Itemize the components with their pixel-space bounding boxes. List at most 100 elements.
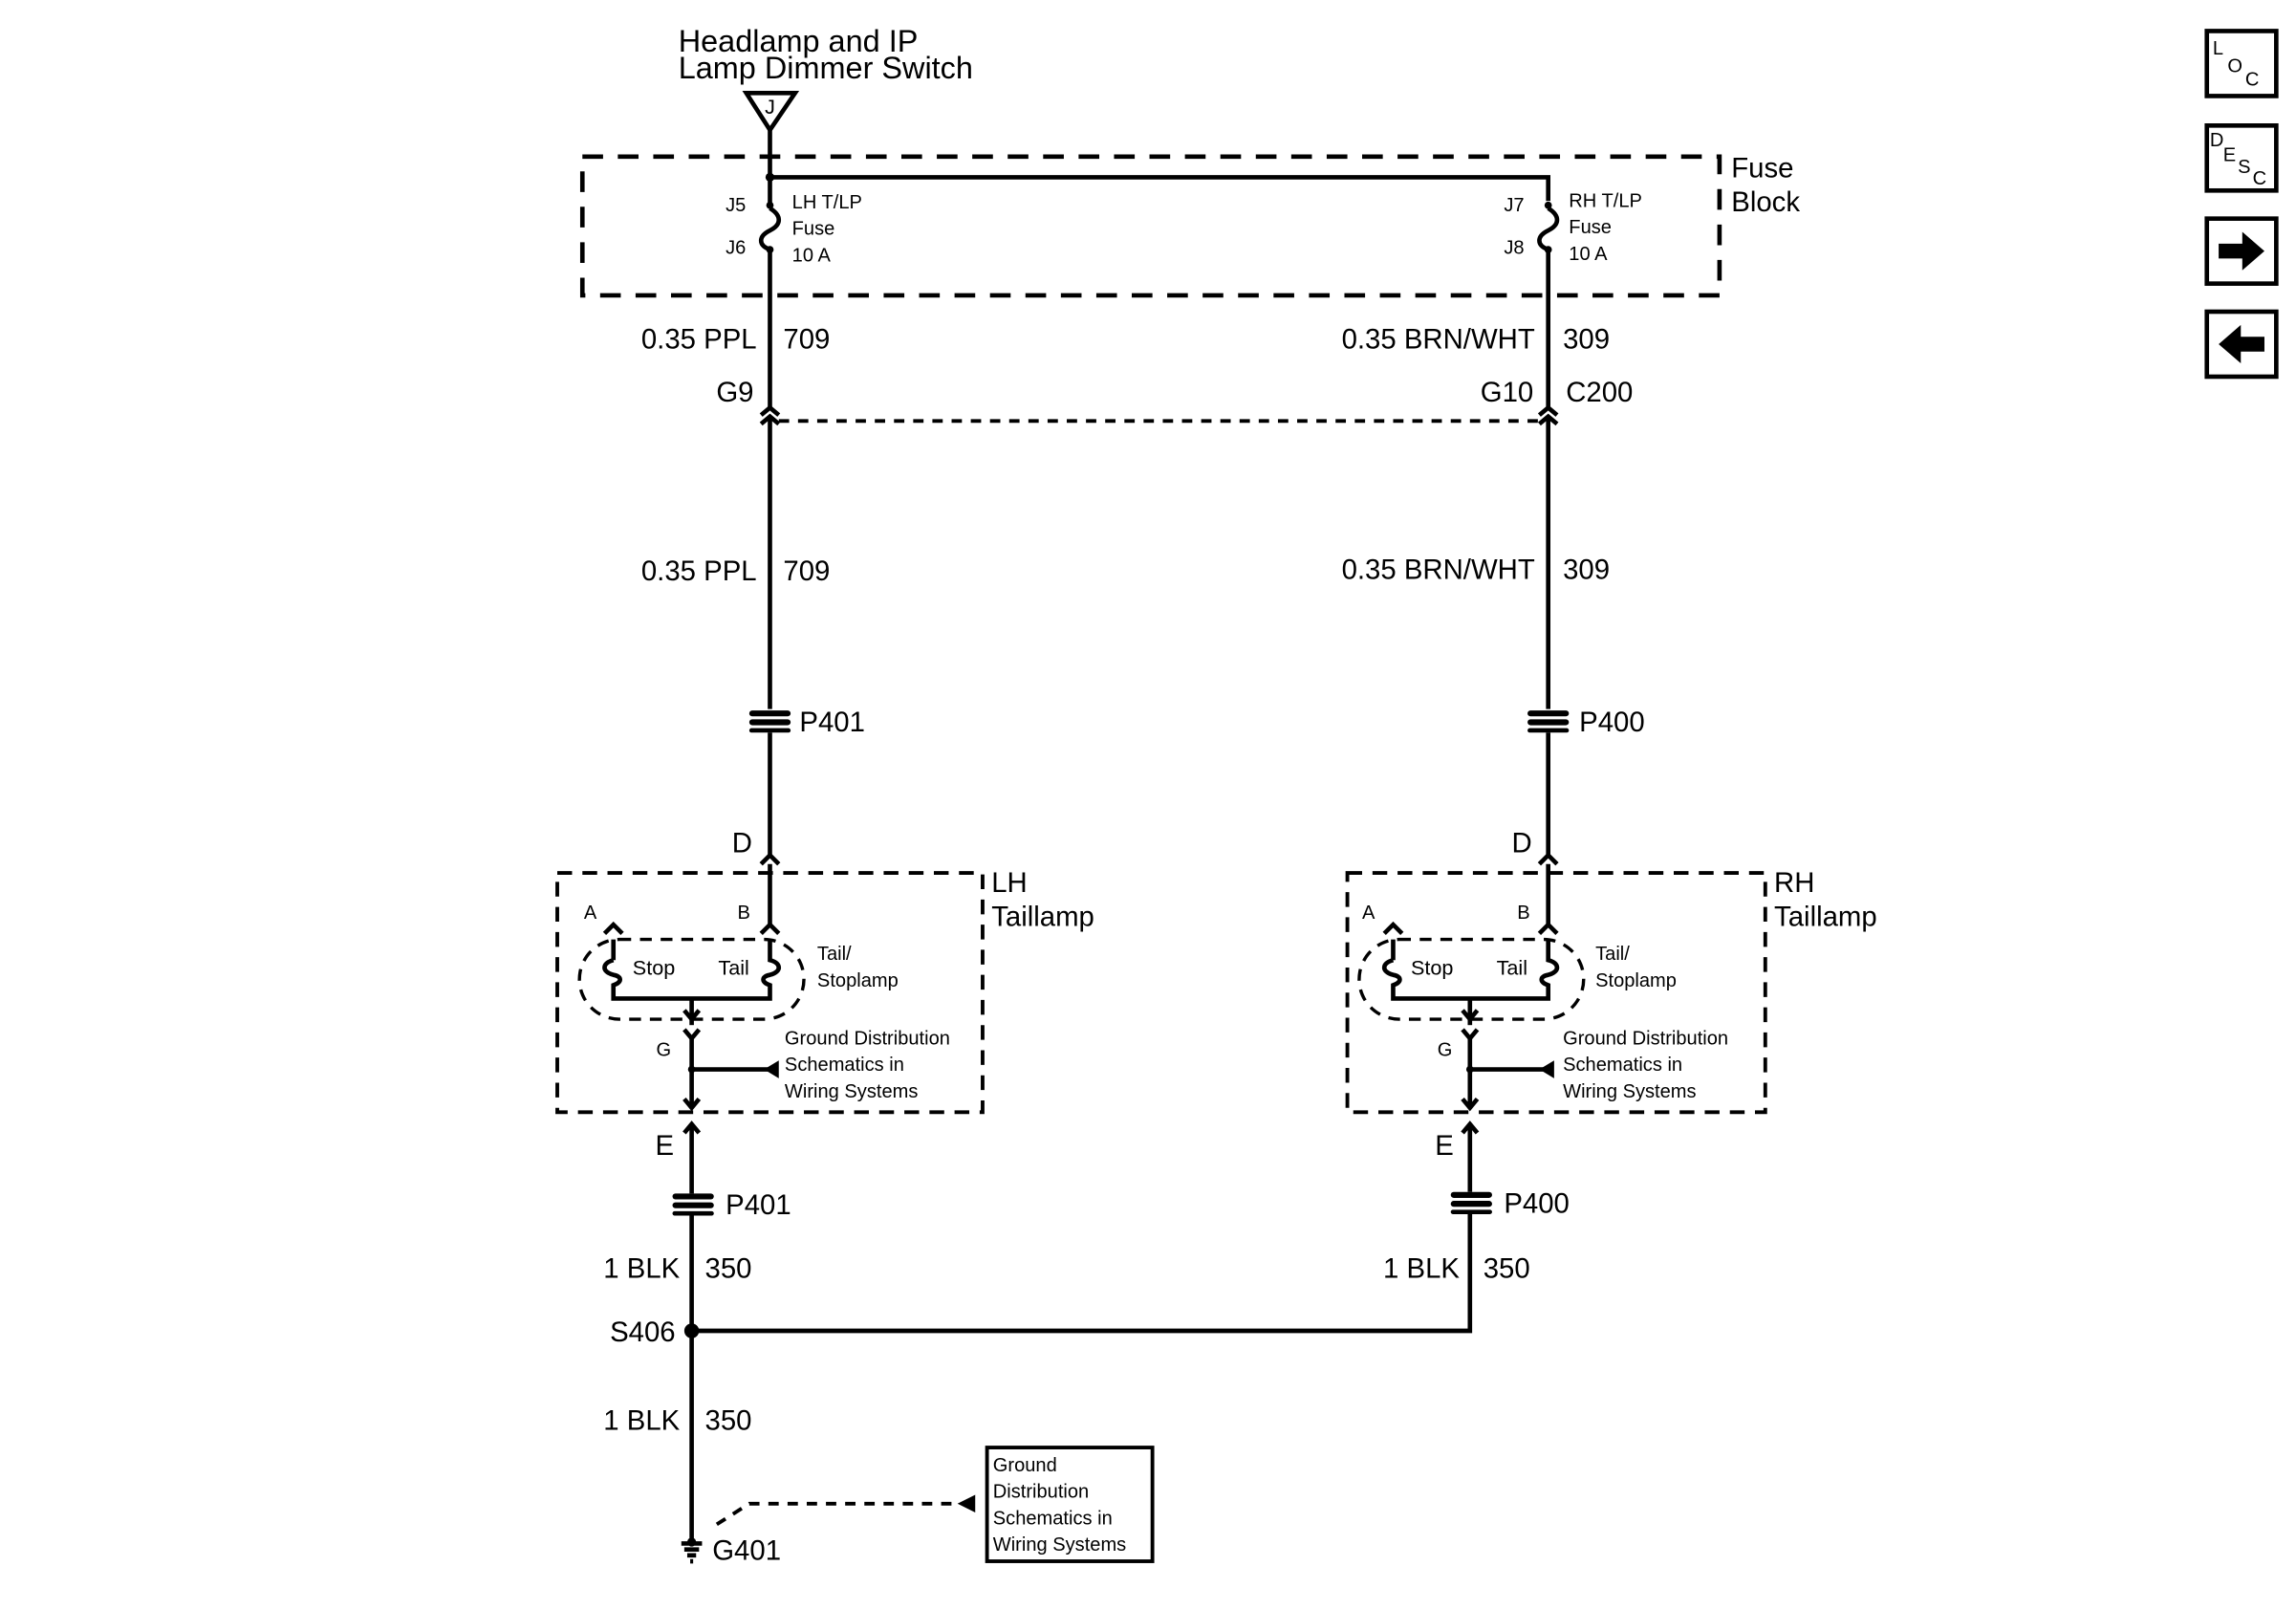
rh-lamp-pin-in: D	[1511, 827, 1531, 859]
lh-tail-filament-label: Tail	[718, 956, 748, 980]
ground-ref-box-line-3: Schematics in	[993, 1508, 1113, 1529]
rh-taillamp-title-1: RH	[1774, 867, 1814, 899]
rh-lower-splice-pack-id: P400	[1504, 1187, 1570, 1219]
arrow-right-icon	[2219, 231, 2264, 271]
lh-ground-ref-arrow	[764, 1060, 779, 1078]
lh-fuse-in-pin: J5	[726, 195, 746, 216]
splice-wire-number: 350	[705, 1405, 752, 1437]
lh-connector-pin: G9	[716, 377, 753, 408]
desc-button[interactable]: D E S C	[2204, 123, 2279, 193]
fuse-block-title-2: Block	[1731, 186, 1800, 218]
rh-fuse-type: Fuse	[1569, 217, 1612, 238]
prev-page-button[interactable]	[2204, 309, 2279, 380]
lh-upper-splice-pack	[748, 710, 791, 733]
ground-ref-box: Ground Distribution Schematics in Wiring…	[985, 1446, 1155, 1563]
lh-fuse-rating: 10 A	[792, 245, 832, 266]
rh-upper-splice-pack	[1527, 710, 1570, 733]
lh-lamp-pin-out: E	[655, 1130, 674, 1162]
right-circuit: 0.35 BRN/WHT 309 G10 C200 0.35 BRN/WHT 3…	[1342, 250, 1645, 866]
rh-ground-wire-color: 1 BLK	[1383, 1252, 1460, 1284]
lh-taillamp-pin-a: A	[584, 903, 597, 924]
lh-stop-filament-label: Stop	[633, 956, 675, 980]
lh-fuse-name: LH T/LP	[792, 192, 862, 213]
fuse-feed-bus	[768, 129, 1550, 202]
lh-wire-upper-number: 709	[783, 324, 830, 356]
rh-wire-upper-color: 0.35 BRN/WHT	[1342, 324, 1535, 356]
rh-tail-filament-label: Tail	[1497, 956, 1527, 980]
rh-ground-wire-number: 350	[1484, 1252, 1530, 1284]
ground-id: G401	[712, 1534, 781, 1566]
lh-upper-splice-pack-id: P401	[799, 707, 865, 738]
rh-taillamp-pin-a: A	[1362, 903, 1375, 924]
lh-taillamp-pin-g: G	[657, 1040, 672, 1061]
ground-ref-box-line-4: Wiring Systems	[993, 1534, 1126, 1556]
rh-fuse-symbol	[1537, 206, 1560, 252]
rh-taillamp-pin-g: G	[1438, 1040, 1453, 1061]
desc-button-s: S	[2238, 157, 2250, 178]
lh-wire-upper-color: 0.35 PPL	[641, 324, 757, 356]
rh-taillamp-pin-b: B	[1517, 903, 1529, 924]
rh-fuse-in-pin: J7	[1504, 195, 1524, 216]
lh-ground-circuit: E P401 1 BLK 350	[603, 1120, 791, 1542]
rh-bulb-filaments	[1381, 939, 1560, 1001]
loc-button-o: O	[2227, 56, 2242, 77]
lh-fuse-symbol	[758, 206, 782, 252]
lh-ground-ref-1: Ground Distribution	[785, 1028, 950, 1049]
switch-terminal-triangle	[742, 91, 800, 135]
switch-terminal-letter: J	[765, 95, 775, 119]
rh-ground-ref-3: Wiring Systems	[1563, 1081, 1696, 1102]
lh-ground-ref-3: Wiring Systems	[785, 1081, 918, 1102]
rh-taillamp: RH Taillamp A B Stop Tail Tail/ Stoplamp…	[1345, 863, 1877, 1115]
fuse-block-outline	[579, 154, 1722, 298]
rh-lamp-pin-out: E	[1435, 1130, 1454, 1162]
headlamp-dimmer-switch: Headlamp and IP Lamp Dimmer Switch J	[679, 24, 973, 135]
lh-lower-splice-pack-id: P401	[726, 1189, 791, 1221]
ground-ref-box-frame	[985, 1446, 1155, 1563]
splice-wire-color: 1 BLK	[603, 1405, 680, 1437]
ground-ref-arrow	[957, 1494, 976, 1513]
rh-taillamp-outline	[1345, 871, 1767, 1115]
fuse-block: Fuse Block J5 J6 LH T/LP Fuse 10 A J7 J8…	[579, 129, 1800, 298]
ground-g401: G401	[681, 1494, 976, 1566]
next-page-button[interactable]	[2204, 216, 2279, 286]
lh-fuse-type: Fuse	[792, 219, 835, 240]
desc-button-e: E	[2223, 144, 2236, 165]
rh-bulb-label-2: Stoplamp	[1595, 970, 1677, 991]
lh-wire-lower-number: 709	[783, 555, 830, 587]
loc-button-c: C	[2245, 70, 2260, 91]
connector-id: C200	[1566, 377, 1633, 408]
lh-bulb-filaments	[602, 939, 782, 1001]
rh-connector-pin: G10	[1481, 377, 1533, 408]
rh-ground-ref-2: Schematics in	[1563, 1055, 1682, 1076]
lh-ground-ref-2: Schematics in	[785, 1055, 904, 1076]
lh-wire-lower-color: 0.35 PPL	[641, 555, 757, 587]
rh-ground-circuit: E P400 1 BLK 350	[691, 1120, 1570, 1334]
rh-fuse-out-pin: J8	[1504, 238, 1524, 259]
desc-button-c: C	[2253, 168, 2266, 189]
splice-s406: S406 1 BLK 350	[603, 1316, 751, 1437]
rh-stop-filament-label: Stop	[1411, 956, 1453, 980]
dimmer-switch-label-1: Headlamp and IP	[679, 24, 919, 58]
lh-ground-wire-color: 1 BLK	[603, 1252, 680, 1284]
rh-upper-splice-pack-id: P400	[1579, 707, 1645, 738]
rh-ground-ref-1: Ground Distribution	[1563, 1028, 1728, 1049]
arrow-left-icon	[2219, 324, 2264, 364]
rh-bulb-label-1: Tail/	[1595, 944, 1630, 965]
lh-taillamp-title-1: LH	[991, 867, 1028, 899]
left-circuit: 0.35 PPL 709 G9 0.35 PPL 709 P401 D	[641, 250, 865, 866]
loc-button[interactable]: L O C	[2204, 29, 2279, 98]
rh-fuse-rating: 10 A	[1569, 244, 1608, 265]
rh-taillamp-title-2: Taillamp	[1774, 902, 1877, 933]
rh-wire-lower-number: 309	[1563, 555, 1610, 586]
rh-lower-splice-pack	[1450, 1191, 1492, 1214]
rh-ground-ref-arrow	[1539, 1060, 1554, 1078]
rh-fuse-name: RH T/LP	[1569, 190, 1642, 211]
splice-id: S406	[610, 1316, 676, 1348]
rh-wire-lower-color: 0.35 BRN/WHT	[1342, 555, 1535, 586]
lh-bulb-label-2: Stoplamp	[817, 970, 899, 991]
lh-taillamp: LH Taillamp A B Stop Tail Tail/ Stoplamp…	[555, 863, 1094, 1115]
lh-bulb-label-1: Tail/	[817, 944, 852, 965]
splice-dot	[683, 1323, 700, 1338]
dimmer-switch-label-2: Lamp Dimmer Switch	[679, 51, 973, 85]
